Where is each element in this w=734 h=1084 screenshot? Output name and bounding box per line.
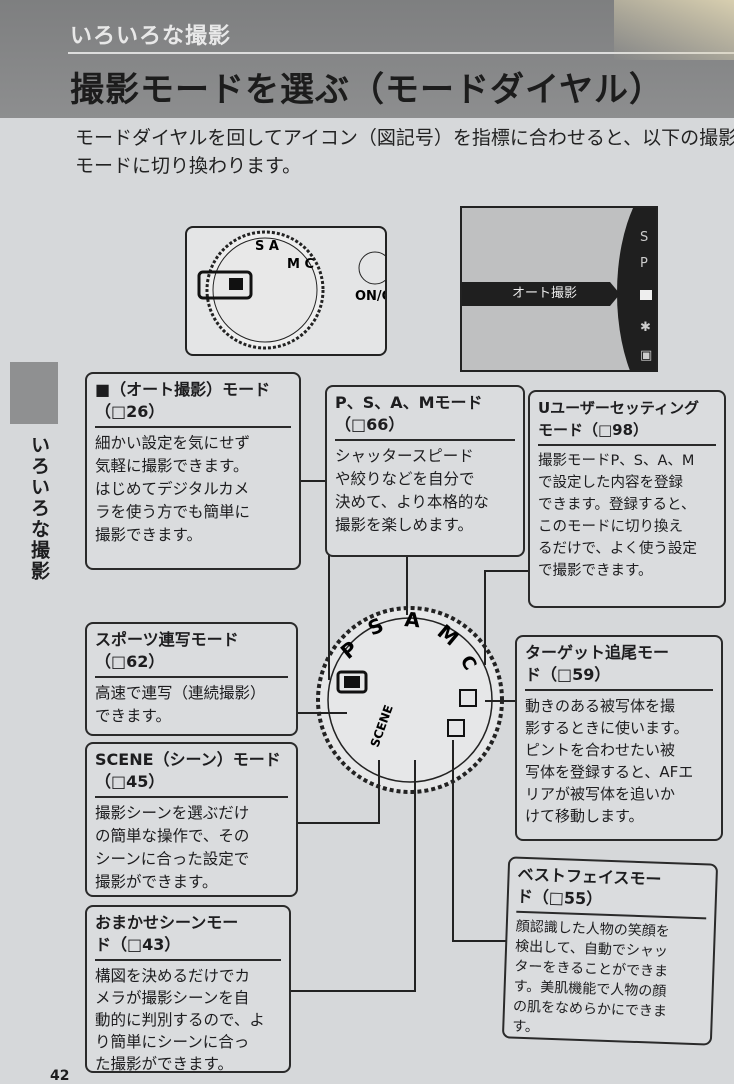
- page-header: いろいろな撮影 撮影モードを選ぶ（モードダイヤル）: [0, 0, 734, 118]
- page-number: 42: [50, 1068, 70, 1084]
- mode-dial-small-icon: S A M C ON/O: [197, 230, 387, 350]
- box-body: 顔認識した人物の笑顔を 検出して、自動でシャッ ターをきることができま す。美肌…: [512, 918, 670, 1036]
- box-body: 構図を決めるだけでカ メラが撮影シーンを自 動的に判別するので、よ り簡単にシー…: [95, 967, 265, 1073]
- connector: [452, 940, 507, 942]
- box-title: スポーツ連写モード （□62）: [95, 629, 288, 678]
- box-title: ■（オート撮影）モード（□26）: [95, 379, 291, 428]
- connector: [297, 822, 379, 824]
- box-body: 動きのある被写体を撮 影するときに使います。 ピントを合わせたい被 写体を登録す…: [525, 697, 694, 825]
- sports-icon: ✱: [640, 320, 651, 335]
- camera-illustration: S A M C ON/O: [185, 226, 387, 356]
- connector: [297, 712, 347, 714]
- mode-dial-large: P S A M C SCENE: [316, 606, 504, 794]
- auto-scene-mode-box: おまかせシーンモー ド（□43） 構図を決めるだけでカ メラが撮影シーンを自 動…: [85, 905, 291, 1073]
- side-tab-marker: [10, 362, 58, 424]
- connector: [485, 700, 517, 702]
- auto-scene-icon: ▣: [640, 348, 653, 363]
- connector: [484, 570, 528, 572]
- mode-s: S: [640, 230, 649, 245]
- psam-mode-box: P、S、A、Mモード （□66） シャッタースピード や絞りなどを自分で 決めて…: [325, 385, 525, 557]
- connector: [378, 760, 380, 824]
- box-body: 撮影モードP、S、A、M で設定した内容を登録 できます。登録すると、 このモー…: [538, 453, 697, 579]
- box-title: ターゲット追尾モー ド（□59）: [525, 642, 713, 691]
- connector: [300, 480, 330, 482]
- intro-text: モードダイヤルを回してアイコン（図記号）を指標に合わせると、以下の撮影 モードに…: [75, 127, 734, 177]
- lcd-screen-illustration: オート撮影 S P ✱ ▣: [460, 206, 658, 372]
- power-label: ON/O: [355, 289, 387, 304]
- box-title: おまかせシーンモー ド（□43）: [95, 912, 281, 961]
- selected-mode-label: オート撮影: [462, 282, 620, 306]
- box-title: P、S、A、Mモード （□66）: [335, 392, 515, 441]
- camera-icon: [640, 290, 652, 300]
- dial-target-icon: [459, 689, 477, 707]
- best-face-mode-box: ベストフェイスモー ド（□55） 顔認識した人物の笑顔を 検出して、自動でシャッ…: [501, 856, 719, 1046]
- connector: [406, 555, 408, 615]
- dial-face-icon: [447, 719, 465, 737]
- target-tracking-mode-box: ターゲット追尾モー ド（□59） 動きのある被写体を撮 影するときに使います。 …: [515, 635, 723, 841]
- box-title: ベストフェイスモー ド（□55）: [516, 863, 708, 920]
- dial-a: A: [404, 607, 422, 632]
- page-title: 撮影モードを選ぶ（モードダイヤル）: [70, 70, 664, 110]
- box-title: Uユーザーセッティング モード（□98）: [538, 397, 716, 446]
- connector: [452, 740, 454, 940]
- box-title: SCENE（シーン）モード （□45）: [95, 749, 288, 798]
- box-body: 撮影シーンを選ぶだけ の簡単な操作で、その シーンに合った設定で 撮影ができます…: [95, 804, 250, 891]
- user-setting-mode-box: Uユーザーセッティング モード（□98） 撮影モードP、S、A、M で設定した内…: [528, 390, 726, 608]
- box-body: 高速で連写（連続撮影） できます。: [95, 684, 266, 725]
- scene-mode-box: SCENE（シーン）モード （□45） 撮影シーンを選ぶだけ の簡単な操作で、そ…: [85, 742, 298, 897]
- side-tab-label: いろいろな撮影: [28, 435, 50, 582]
- divider: [68, 52, 734, 54]
- connector: [290, 990, 415, 992]
- connector: [328, 480, 330, 680]
- sports-mode-box: スポーツ連写モード （□62） 高速で連写（連続撮影） できます。: [85, 622, 298, 736]
- dial-camera-icon: [336, 670, 368, 694]
- connector: [414, 760, 416, 992]
- mode-p: P: [640, 256, 648, 271]
- svg-text:M C: M C: [287, 257, 314, 272]
- auto-mode-box: ■（オート撮影）モード（□26） 細かい設定を気にせず 気軽に撮影できます。 は…: [85, 372, 301, 570]
- box-body: 細かい設定を気にせず 気軽に撮影できます。 はじめてデジタルカメ ラを使う方でも…: [95, 434, 251, 544]
- box-body: シャッタースピード や絞りなどを自分で 決めて、より本格的な 撮影を楽しめます。: [335, 447, 489, 534]
- svg-text:S A: S A: [255, 239, 279, 254]
- connector: [484, 570, 486, 665]
- section-label: いろいろな撮影: [70, 24, 232, 49]
- mode-arc: [617, 208, 656, 370]
